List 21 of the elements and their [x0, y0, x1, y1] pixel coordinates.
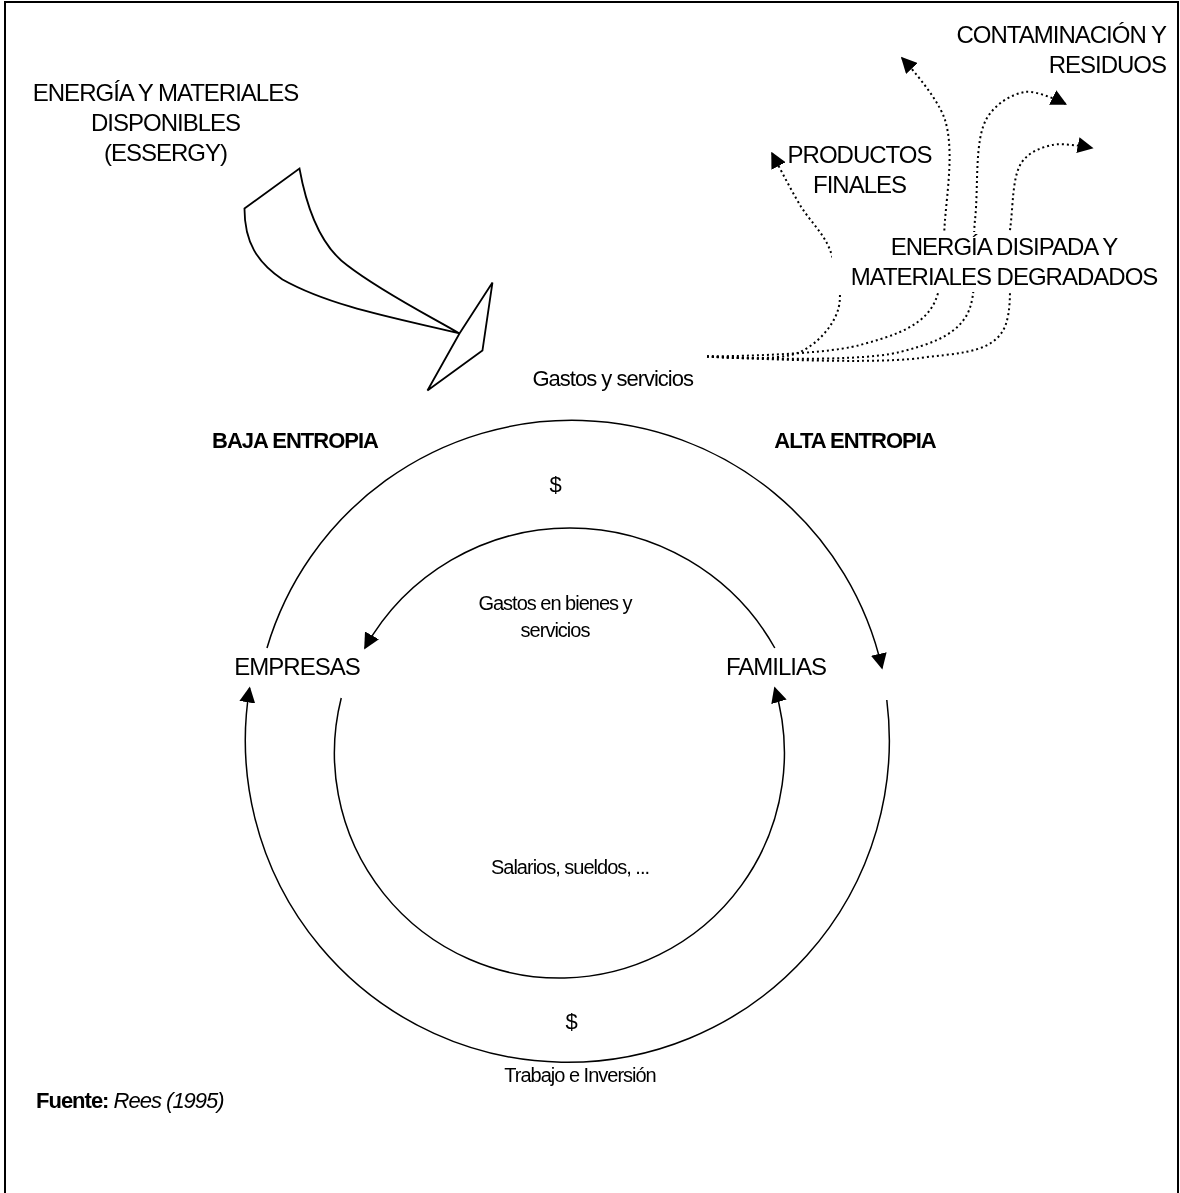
flow-label: Gastos y servicios	[531, 365, 693, 393]
flow-label: ENERGÍA Y MATERIALES DISPONIBLES (ESSERGY)	[31, 78, 300, 168]
circular-flow-arrow	[333, 686, 786, 979]
section-heading: BAJA ENTROPIA	[211, 427, 379, 455]
sector-label: EMPRESAS	[233, 652, 361, 682]
source-note: Fuente: Rees (1995)	[36, 1087, 225, 1115]
block-arrow	[243, 167, 494, 392]
dotted-arrow	[706, 137, 1094, 362]
output-label: PRODUCTOS FINALES	[786, 140, 933, 200]
circular-flow-arrow	[364, 527, 776, 650]
flow-label: Gastos en bienes y servicios	[477, 591, 634, 643]
sector-label: FAMILIAS	[726, 652, 828, 682]
section-heading: ALTA ENTROPIA	[773, 427, 937, 455]
dotted-arrow	[706, 151, 841, 360]
currency-symbol: $	[564, 1008, 579, 1036]
circular-flow-arrow	[266, 419, 886, 670]
output-label: CONTAMINACIÓN Y RESIDUOS	[955, 20, 1166, 80]
circular-flow-arrow	[240, 686, 891, 1063]
flow-label: Salarios, sueldos, ...	[489, 855, 651, 880]
flow-label: Trabajo e Inversión	[503, 1063, 657, 1088]
currency-symbol: $	[548, 471, 563, 499]
